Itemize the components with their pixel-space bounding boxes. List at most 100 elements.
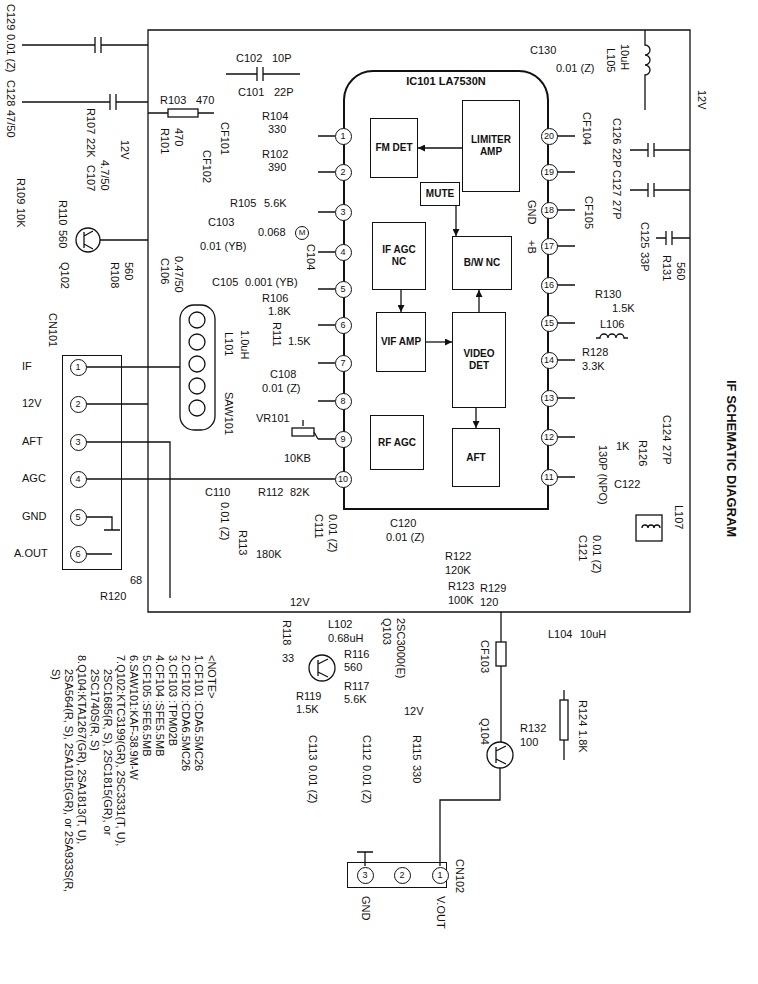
component-label: CF103	[478, 640, 491, 673]
component-label: R101	[158, 128, 171, 154]
pin-number: 9	[335, 431, 352, 448]
pin-number: 12	[541, 429, 558, 446]
component-label: R123	[448, 580, 474, 593]
pin-number: 4	[335, 244, 352, 261]
component-label: GND	[359, 896, 372, 920]
capacitor-symbol	[630, 183, 690, 197]
component-label: 12V	[22, 397, 42, 410]
pin-number: 3	[70, 434, 87, 451]
component-label: 0.01 (Z)	[4, 34, 17, 73]
wire-line	[86, 367, 318, 598]
pin-number: 6	[335, 317, 352, 334]
component-label: 0.47/50	[172, 256, 185, 293]
function-block: MUTE	[420, 182, 460, 206]
component-label: 470	[172, 128, 185, 146]
function-block: B/W NC	[452, 236, 512, 290]
component-label: 470	[196, 94, 214, 107]
function-block: FM DET	[370, 118, 418, 178]
component-label: 1.5K	[612, 302, 635, 315]
component-label: C129	[4, 4, 17, 30]
note-line: <NOTE>	[205, 655, 218, 895]
signal-connector	[478, 290, 479, 312]
component-label: L106	[600, 318, 624, 331]
component-label: C130	[530, 44, 556, 57]
component-label: R129	[480, 582, 506, 595]
block-label: IF AGC NC	[376, 244, 422, 268]
pin-number: 2	[394, 867, 411, 884]
signal-connector	[418, 147, 462, 148]
component-label: C103	[208, 216, 234, 229]
pin-number: 2	[335, 164, 352, 181]
component-label: R102	[262, 148, 288, 161]
component-label: 560	[344, 661, 362, 674]
component-label: 22P	[274, 86, 294, 99]
component-label: 0.001 (YB)	[245, 276, 298, 289]
component-label: R106	[262, 292, 288, 305]
wire-line	[500, 612, 501, 742]
component-label: 0.01 (Z)	[556, 62, 595, 75]
component-label: C121	[576, 535, 589, 561]
pin-number: 14	[541, 352, 558, 369]
component-label: L104	[548, 628, 572, 641]
component-label: GND	[525, 200, 538, 224]
component-label: C120	[390, 517, 416, 530]
block-label: VIF AMP	[381, 336, 421, 348]
component-label: 100	[520, 736, 538, 749]
inductor-symbol	[645, 30, 650, 110]
note-line: 8.Q104:KTA1267(GR), 2SA1813(T, U), 2SA56…	[49, 655, 88, 895]
component-label: R120	[100, 590, 126, 603]
ic-package: IC101 LA7530NFM DETLIMITER AMPMUTEIF AGC…	[343, 70, 549, 510]
wire-line	[303, 420, 318, 439]
component-label: R130	[595, 288, 621, 301]
component-label: 0.01 (Z)	[262, 382, 301, 395]
component-label: 5.6K	[344, 693, 367, 706]
component-label: C105	[212, 276, 238, 289]
component-label: 330	[268, 123, 286, 136]
component-label: C101	[238, 86, 264, 99]
function-block: RF AGC	[370, 415, 424, 470]
component-label: 12V	[118, 140, 131, 160]
component-label: 0.01 (YB)	[200, 240, 246, 253]
pin-number: 8	[335, 393, 352, 410]
pin-number: 15	[541, 315, 558, 332]
component-label: IF	[22, 360, 32, 373]
pin-number: 19	[541, 164, 558, 181]
connector-housing: CN101	[62, 355, 122, 570]
component-label: R118	[280, 620, 293, 645]
component-label: R104	[262, 110, 288, 123]
pin-number: 11	[541, 469, 558, 486]
note-line: 7.Q102:KTC3199(GR), 2SC3331(T, U), 2SC16…	[88, 655, 127, 895]
component-label: C104	[304, 244, 317, 270]
component-label: C106	[158, 258, 171, 284]
component-label: 82K	[290, 486, 310, 499]
component-label: AFT	[22, 435, 43, 448]
component-label: 0.01 (Z)	[360, 765, 373, 804]
resistor-symbol	[292, 428, 314, 436]
note-line: 5.CF105 :SFE6.5MB	[140, 655, 153, 895]
component-label: R126	[636, 440, 649, 466]
inductor-symbol	[596, 334, 628, 338]
component-label: 22K	[84, 138, 97, 158]
component-label: CF102	[200, 150, 213, 183]
signal-connector	[400, 290, 401, 312]
resistor-symbol	[560, 700, 568, 740]
capacitor-symbol	[656, 231, 690, 245]
component-label: R115	[410, 735, 423, 760]
component-label: 22P	[610, 148, 623, 168]
function-block: AFT	[452, 428, 500, 487]
component-label: Q103	[380, 618, 393, 645]
component-label: R132	[520, 722, 546, 735]
component-label: 330	[410, 765, 423, 783]
component-label: R128	[582, 346, 608, 359]
component-label: 0.01 (Z)	[326, 514, 339, 553]
component-label: 120	[480, 596, 498, 609]
saw-filter-symbol	[180, 305, 215, 430]
component-label: Q104	[478, 718, 491, 745]
component-label: L101	[222, 332, 235, 356]
component-label: C110	[205, 486, 230, 499]
component-label: VR101	[256, 412, 290, 425]
component-label: R122	[445, 550, 471, 563]
pin-number: 10	[335, 471, 352, 488]
transistor-symbol	[76, 228, 100, 252]
pin-number: 7	[335, 355, 352, 372]
